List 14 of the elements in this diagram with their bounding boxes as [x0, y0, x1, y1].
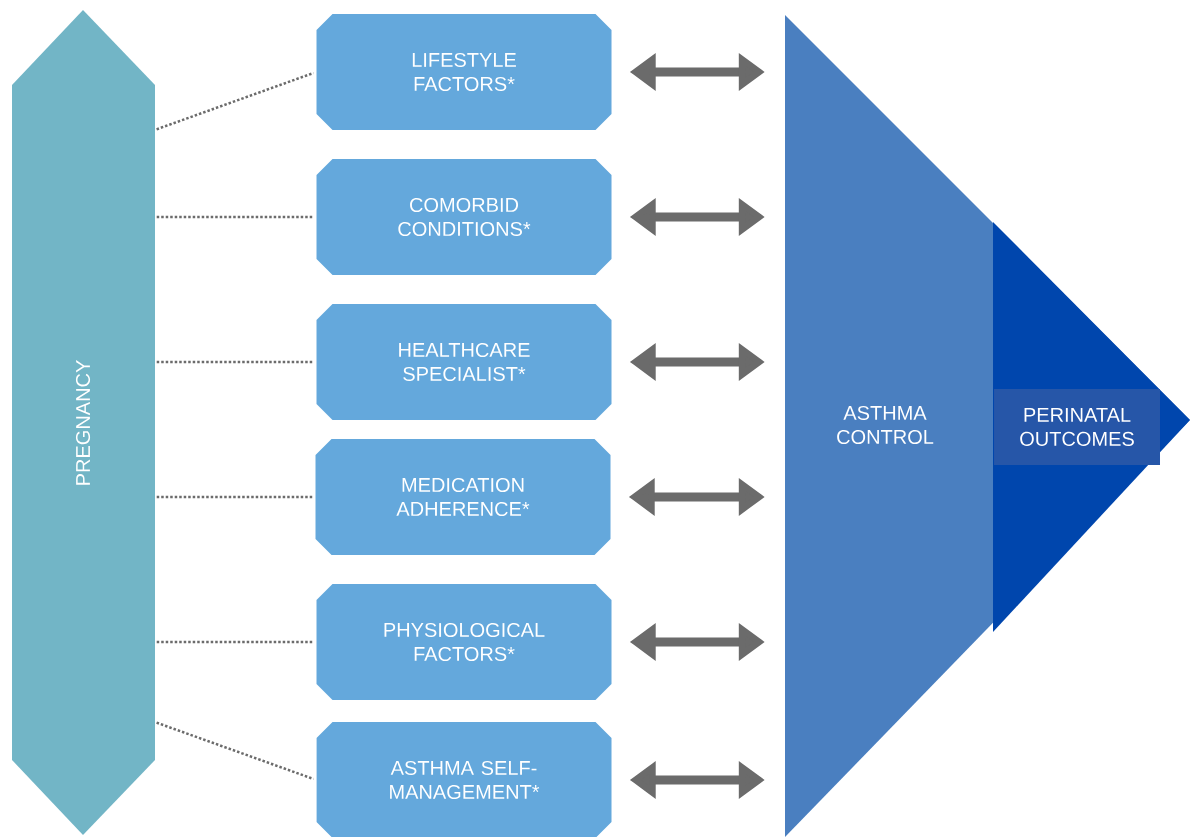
triangle-tip: PERINATAL OUTCOMES	[993, 222, 1190, 632]
dotted-line	[156, 360, 314, 364]
dotted-line	[156, 721, 314, 781]
factor-box: HEALTHCARE SPECIALIST*	[316, 304, 612, 420]
factor-box: COMORBID CONDITIONS*	[316, 159, 612, 275]
dotted-line	[156, 495, 313, 499]
factor-box: PHYSIOLOGICAL FACTORS*	[316, 584, 612, 700]
dotted-line	[156, 71, 314, 131]
dotted-line	[156, 215, 314, 219]
hexagon-band: PREGNANCY	[12, 10, 155, 835]
dotted-line	[156, 640, 314, 644]
factor-box: ASTHMA SELF-MANAGEMENT*	[316, 722, 612, 837]
factor-box: LIFESTYLE FACTORS*	[316, 14, 612, 130]
factor-box: MEDICATION ADHERENCE*	[315, 439, 611, 555]
